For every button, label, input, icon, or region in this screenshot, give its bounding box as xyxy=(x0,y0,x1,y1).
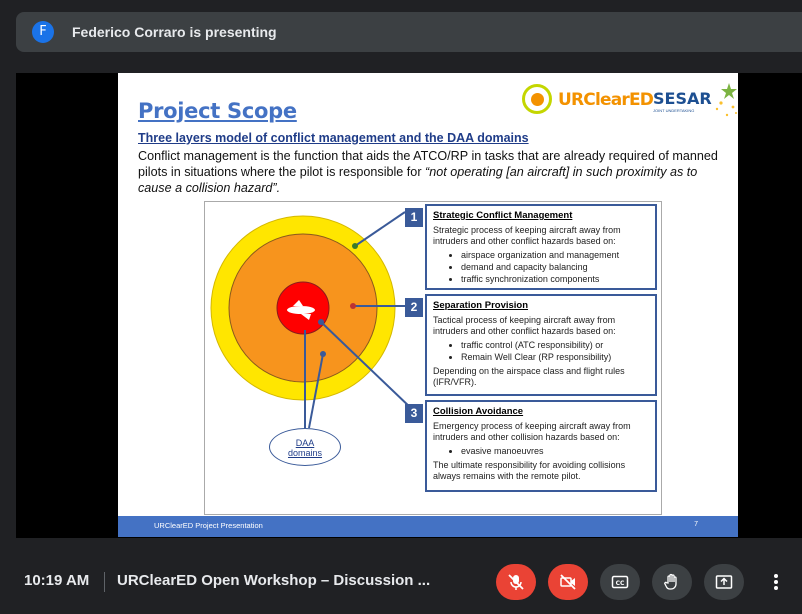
page-number: 7 xyxy=(694,521,698,528)
list-item: airspace organization and management xyxy=(461,250,649,261)
svg-text:CC: CC xyxy=(616,580,625,587)
captions-icon: CC xyxy=(611,575,629,589)
more-vert-icon xyxy=(774,574,778,590)
presentation-slide: Project Scope URClearED SESAR JOINT UNDE… xyxy=(118,73,738,537)
list-item: evasive manoeuvres xyxy=(461,446,649,457)
strategic-box: Strategic Conflict Management Strategic … xyxy=(425,204,657,290)
camera-off-icon xyxy=(560,574,576,590)
sesar-logo-text: SESAR xyxy=(653,89,712,108)
daa-domains-label: DAA domains xyxy=(269,428,341,466)
urcleared-logo: URClearED xyxy=(522,83,654,119)
paragraph-text: Conflict management is the function that… xyxy=(138,149,718,179)
box-number: 3 xyxy=(405,404,423,423)
list-item: traffic synchronization components xyxy=(461,274,649,285)
sesar-logo-tagline: JOINT UNDERTAKING xyxy=(653,108,695,113)
mic-toggle-button[interactable] xyxy=(496,564,536,600)
box-title: Collision Avoidance xyxy=(433,406,524,417)
daa-line-1: DAA xyxy=(295,438,315,448)
meeting-title[interactable]: URClearED Open Workshop – Discussion ... xyxy=(117,572,431,589)
box-title: Separation Provision xyxy=(433,300,529,311)
camera-toggle-button[interactable] xyxy=(548,564,588,600)
captions-button[interactable]: CC xyxy=(600,564,640,600)
presenter-bar: F Federico Corraro is presenting xyxy=(16,12,802,52)
box-title: Strategic Conflict Management xyxy=(433,210,573,221)
presenter-avatar: F xyxy=(32,21,54,43)
box-extra: The ultimate responsibility for avoiding… xyxy=(433,460,626,481)
list-item: traffic control (ATC responsibility) or xyxy=(461,340,649,351)
slide-paragraph: Conflict management is the function that… xyxy=(138,148,723,196)
footer-text: URClearED Project Presentation xyxy=(154,521,263,530)
list-item: demand and capacity balancing xyxy=(461,262,649,273)
list-item: Remain Well Clear (RP responsibility) xyxy=(461,352,649,363)
urcleared-logo-icon xyxy=(522,84,552,114)
slide-subtitle: Three layers model of conflict managemen… xyxy=(138,131,529,145)
meeting-clock: 10:19 AM xyxy=(24,572,90,589)
box-number: 1 xyxy=(405,208,423,227)
layer-rings-graphic xyxy=(210,211,414,429)
box-lead: Tactical process of keeping aircraft awa… xyxy=(433,315,616,336)
mic-off-icon xyxy=(508,574,524,590)
hand-icon xyxy=(664,573,677,590)
paragraph-quote: “not operating [an aircraft] in such pro… xyxy=(138,165,698,195)
slide-footer: URClearED Project Presentation 7 xyxy=(118,516,738,537)
separation-box: Separation Provision Tactical process of… xyxy=(425,294,657,396)
meeting-controls-bar: 10:19 AM URClearED Open Workshop – Discu… xyxy=(0,548,802,614)
slide-title: Project Scope xyxy=(138,99,297,123)
box-lead: Emergency process of keeping aircraft aw… xyxy=(433,421,631,442)
box-number: 2 xyxy=(405,298,423,317)
present-screen-icon xyxy=(715,575,733,589)
box-lead: Strategic process of keeping aircraft aw… xyxy=(433,225,621,246)
more-options-button[interactable] xyxy=(762,564,790,600)
raise-hand-button[interactable] xyxy=(652,564,692,600)
collision-box: Collision Avoidance Emergency process of… xyxy=(425,400,657,492)
divider xyxy=(104,572,105,592)
urcleared-logo-text: URClearED xyxy=(558,90,654,110)
three-layers-diagram: 1 Strategic Conflict Management Strategi… xyxy=(204,201,662,515)
box-extra: Depending on the airspace class and flig… xyxy=(433,366,625,387)
sesar-logo: SESAR JOINT UNDERTAKING xyxy=(653,81,738,123)
present-screen-button[interactable] xyxy=(704,564,744,600)
presenter-label: Federico Corraro is presenting xyxy=(72,24,277,40)
star-icon xyxy=(715,83,737,117)
daa-line-2: domains xyxy=(287,448,323,458)
aircraft-icon xyxy=(287,306,315,314)
